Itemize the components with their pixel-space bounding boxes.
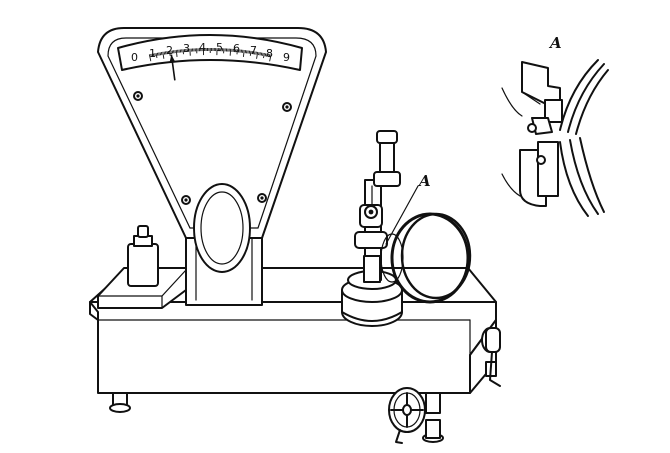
dial-tick	[266, 53, 268, 57]
callout-leader	[385, 185, 419, 245]
dial-number: 5	[216, 41, 223, 54]
dial-tick	[242, 49, 245, 58]
dial-tick	[268, 54, 271, 58]
cabinet-feet	[109, 361, 497, 443]
dial-tick	[263, 53, 265, 59]
dial-number: 0	[131, 51, 138, 64]
dial-tick	[267, 53, 269, 57]
dial-number: 6	[233, 42, 240, 55]
dial-pointer	[169, 54, 176, 81]
weight-pan	[97, 267, 187, 309]
front-handwheel	[388, 387, 426, 444]
callout-label-a: A	[417, 172, 431, 190]
dial-tick	[260, 52, 263, 56]
dial-tick	[151, 53, 154, 57]
dial-tick	[162, 51, 165, 59]
dial-number: 8	[266, 47, 273, 60]
dial-tick	[258, 52, 260, 56]
dial-tick	[159, 52, 162, 56]
dial-tick	[262, 52, 264, 56]
dial-pointer-head	[169, 54, 176, 63]
dial-tick	[150, 53, 152, 58]
dial-tick	[148, 54, 152, 62]
dial-tick	[175, 49, 178, 57]
dial-tick	[249, 50, 252, 56]
dial-number: 7	[250, 44, 257, 57]
dial-tick	[155, 52, 158, 59]
dial-tick	[154, 53, 156, 57]
specimen-stand	[341, 130, 403, 327]
dial-number: 9	[283, 51, 290, 64]
head-screws	[133, 91, 292, 205]
dial-number: 4	[199, 41, 206, 54]
scale-head	[97, 27, 327, 306]
dial-tick	[152, 53, 155, 57]
test-ring	[380, 212, 472, 304]
dial-tick	[169, 50, 171, 56]
detail-view-a: A	[501, 34, 609, 217]
dial-tick	[269, 54, 272, 62]
dial-tick	[259, 52, 261, 56]
dial-number: 1	[149, 47, 156, 60]
dial-scale-numbers: 0 1 2 3 4 5 6 7 8 9	[131, 41, 290, 64]
dial-tick	[156, 52, 159, 56]
dial-tick	[158, 52, 160, 56]
dial-tick	[264, 53, 267, 57]
detail-title-a: A	[548, 34, 562, 52]
side-crank	[481, 327, 501, 387]
dial-number: 2	[166, 44, 173, 57]
dial-tick	[256, 51, 259, 59]
dial-number: 3	[183, 42, 190, 55]
dial-scale-ticks	[148, 47, 272, 62]
sample-bottle	[127, 225, 159, 287]
